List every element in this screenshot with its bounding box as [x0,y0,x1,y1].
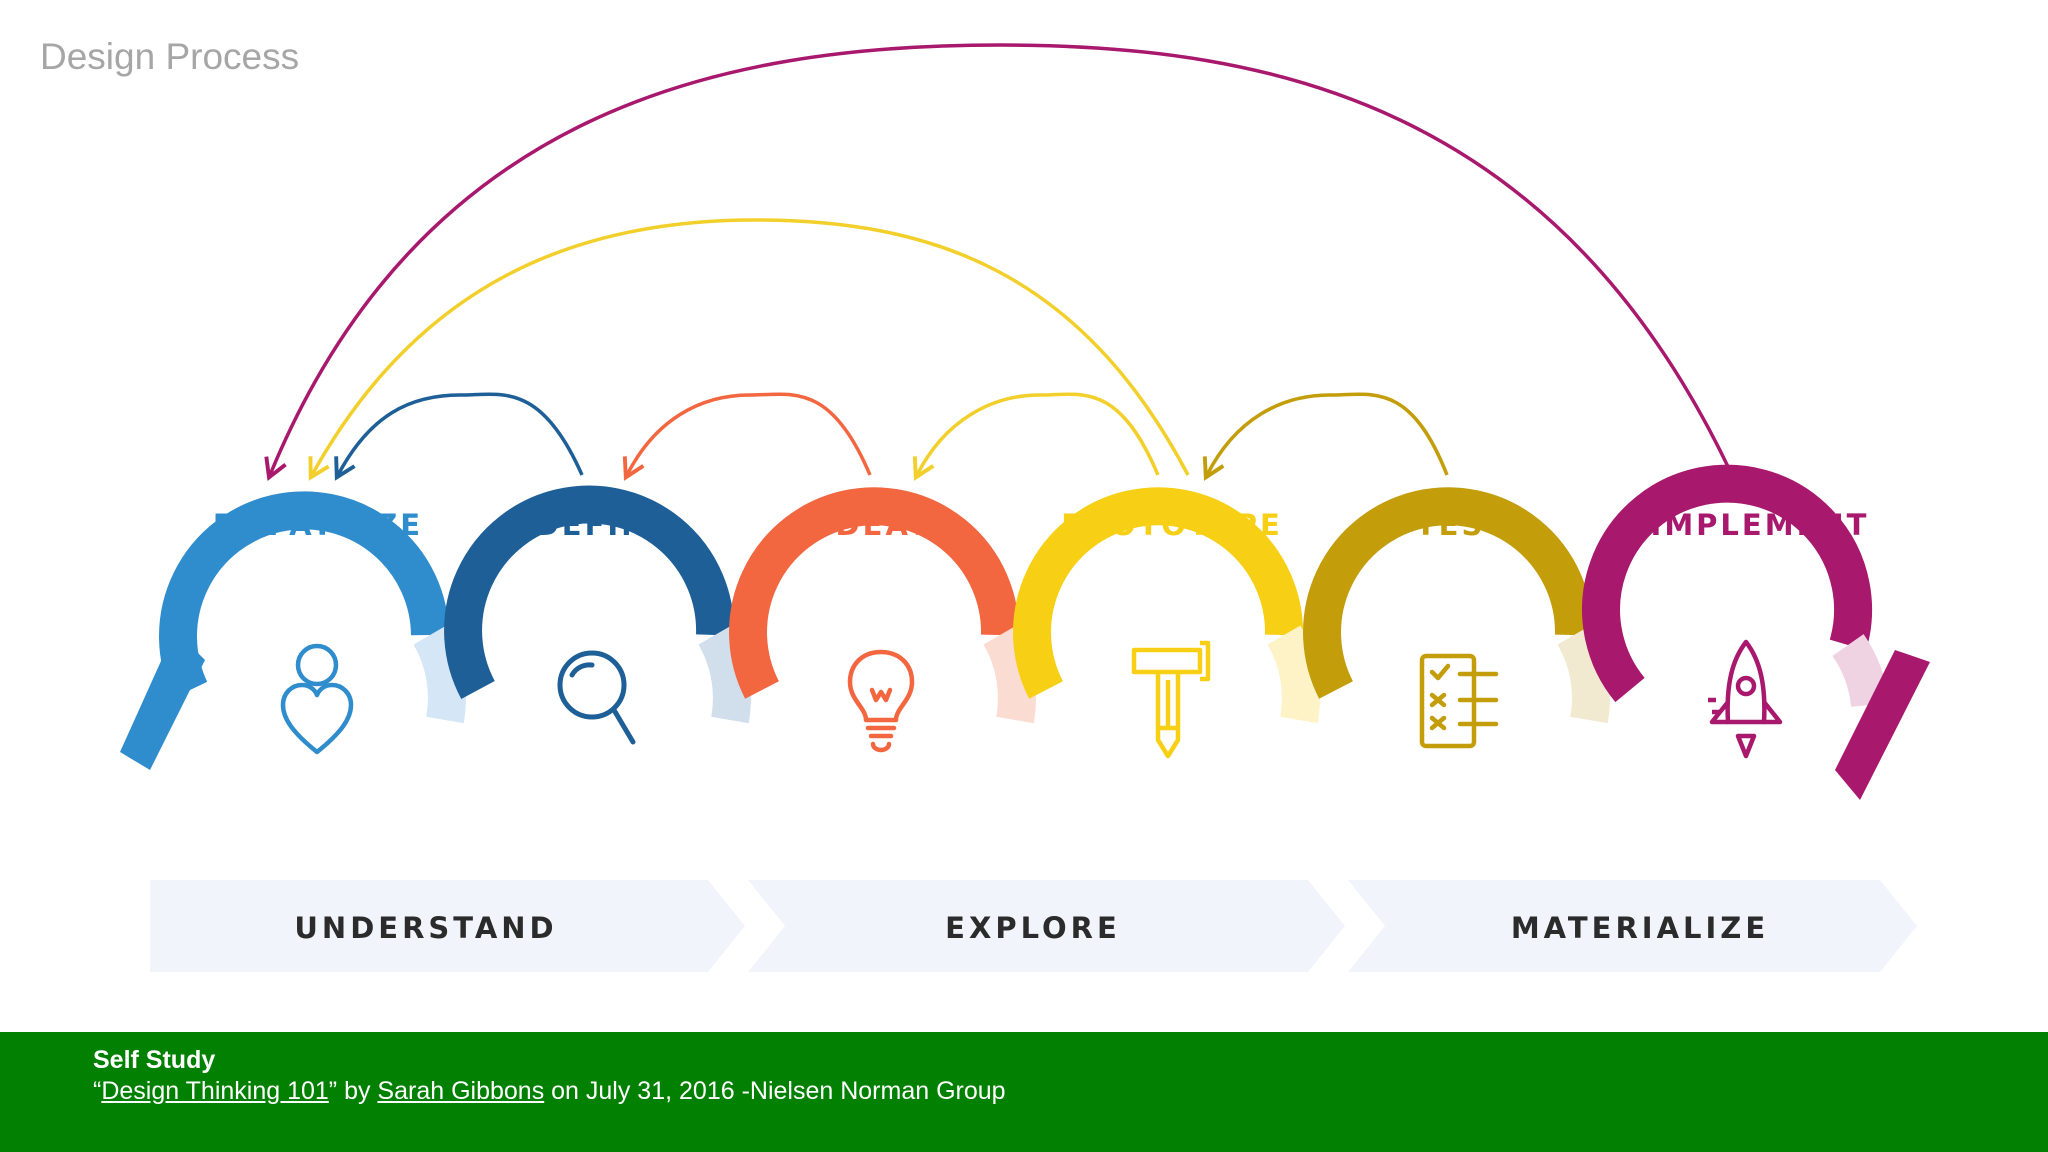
footer-citation: “Design Thinking 101” by Sarah Gibbons o… [93,1077,1006,1106]
person-heart-icon [280,643,354,755]
design-process-diagram: EMPATHIZE DEFINE IDEATE PROTOTYPE TEST I… [120,43,1930,972]
phase-band-understand [150,880,745,972]
footer-heading: Self Study [93,1046,216,1074]
phase-band-materialize [1348,880,1917,972]
prototype-to-empathize-arc [308,218,1190,481]
stage-loop-test [1303,487,1610,724]
checklist-icon [1419,653,1499,749]
stage-loops [120,464,1930,800]
feedback-arcs [264,43,1734,482]
stage-loop-ideate [729,487,1036,724]
implement-to-empathize-arc [264,43,1734,482]
phase-label-understand: UNDERSTAND [294,911,557,945]
rocket-icon [1708,639,1783,759]
phase-bands: UNDERSTAND EXPLORE MATERIALIZE [150,880,1917,972]
test-to-prototype-arc [1202,392,1449,481]
phase-band-explore [748,880,1345,972]
stage-loop-implement [1582,464,1930,800]
quote-open: “ [93,1077,102,1105]
citation-suffix: on July 31, 2016 -Nielsen Norman Group [544,1077,1006,1105]
phase-label-materialize: MATERIALIZE [1511,911,1769,945]
stage-loop-prototype [1013,487,1320,724]
article-link[interactable]: Design Thinking 101 [101,1077,329,1105]
stage-loop-empathize [120,491,466,770]
footer-banner: Self Study “Design Thinking 101” by Sara… [0,1032,2048,1152]
author-link[interactable]: Sarah Gibbons [377,1077,545,1105]
prototype-to-ideate-arc [912,392,1160,481]
define-to-empathize-arc [334,392,584,481]
by-text: ” by [328,1077,378,1105]
stage-loop-define [444,485,751,724]
ideate-to-define-arc [622,392,872,481]
phase-label-explore: EXPLORE [945,911,1121,945]
lightbulb-icon [847,649,915,753]
slide-title: Design Process [40,36,300,77]
magnifier-icon [557,650,636,745]
hammer-pencil-icon [1131,640,1211,759]
